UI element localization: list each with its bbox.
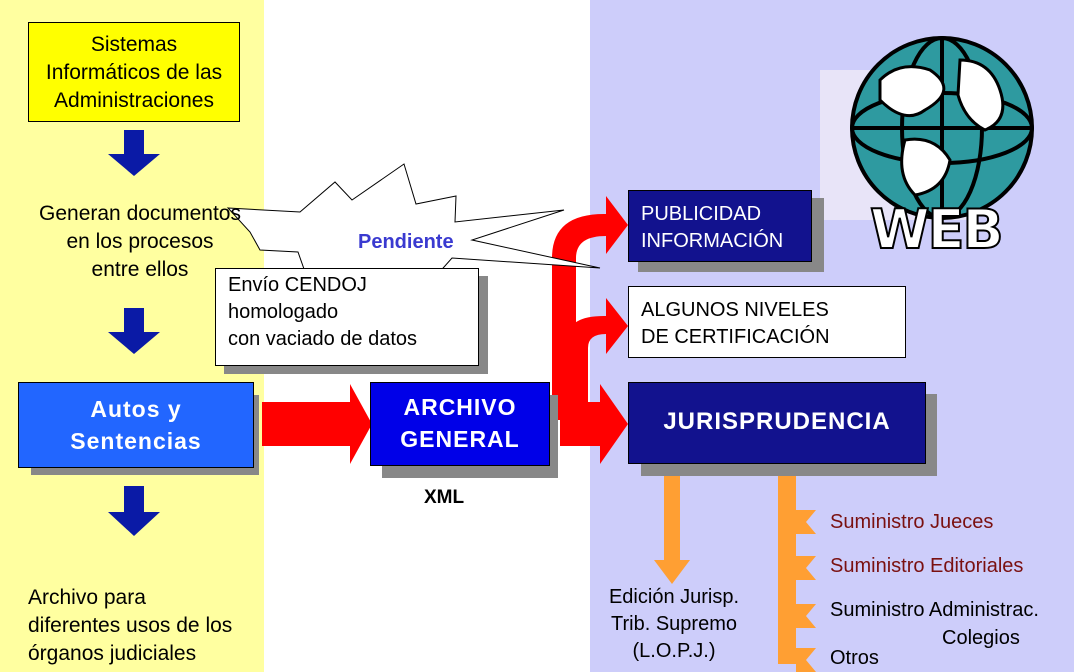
globe-icon xyxy=(850,36,1034,220)
archivo-line-1: ARCHIVO xyxy=(403,394,517,420)
niveles-line-1: ALGUNOS NIVELES xyxy=(641,299,829,321)
envio-line-3: con vaciado de datos xyxy=(228,328,418,350)
suministro-administrac: Suministro Administrac. xyxy=(830,599,1039,621)
archivo-usos-line-1: Archivo para xyxy=(28,586,146,609)
generan-line-3: entre ellos xyxy=(91,258,189,281)
archivo-usos-line-2: diferentes usos de los xyxy=(28,614,233,637)
sistemas-line-3: Administraciones xyxy=(54,89,214,112)
autos-line-1: Autos y xyxy=(90,396,182,422)
publicidad-box: PUBLICIDAD INFORMACIÓN xyxy=(628,190,812,262)
edicion-line-2: Trib. Supremo xyxy=(611,613,737,635)
edicion-line-3: (L.O.P.J.) xyxy=(632,640,716,662)
sistemas-line-2: Informáticos de las xyxy=(45,61,223,84)
suministro-colegios: Colegios xyxy=(942,627,1020,649)
orange-arrow-edicion xyxy=(654,464,690,584)
down-arrow-3 xyxy=(108,486,160,536)
suministro-editoriales: Suministro Editoriales xyxy=(830,555,1024,577)
xml-label: XML xyxy=(424,487,465,508)
generan-text: Generan documentos en los procesos entre… xyxy=(20,200,260,284)
generan-line-1: Generan documentos xyxy=(39,202,241,225)
orange-branch-suministros xyxy=(778,464,816,672)
red-arrow-autos-to-archivo xyxy=(262,384,372,464)
sistemas-informaticos-box: Sistemas Informáticos de las Administrac… xyxy=(28,22,240,122)
publicidad-line-2: INFORMACIÓN xyxy=(641,230,784,252)
autos-sentencias-box: Autos y Sentencias xyxy=(18,382,254,468)
pendiente-label: Pendiente xyxy=(358,231,454,253)
down-arrow-1 xyxy=(108,130,160,176)
niveles-line-2: DE CERTIFICACIÓN xyxy=(641,326,830,348)
web-label: WEB xyxy=(869,197,1005,262)
envio-line-1: Envío CENDOJ xyxy=(228,274,367,296)
edicion-line-1: Edición Jurisp. xyxy=(608,586,740,608)
niveles-certificacion-box: ALGUNOS NIVELES DE CERTIFICACIÓN xyxy=(628,286,906,358)
archivo-line-2: GENERAL xyxy=(400,426,520,452)
edicion-text: Edición Jurisp. Trib. Supremo (L.O.P.J.) xyxy=(586,584,762,665)
down-arrow-2 xyxy=(108,308,160,354)
sistemas-line-1: Sistemas xyxy=(90,33,178,56)
generan-line-2: en los procesos xyxy=(66,230,214,253)
envio-cendoj-box: Envío CENDOJ homologado con vaciado de d… xyxy=(215,268,479,366)
suministro-otros: Otros xyxy=(830,647,879,669)
jurisprudencia-box: JURISPRUDENCIA xyxy=(628,382,926,464)
autos-line-2: Sentencias xyxy=(70,428,202,454)
red-branch-arrows xyxy=(552,196,628,420)
envio-line-2: homologado xyxy=(228,301,339,323)
archivo-usos-text: Archivo para diferentes usos de los órga… xyxy=(28,584,264,668)
publicidad-line-1: PUBLICIDAD xyxy=(641,203,762,225)
suministro-jueces: Suministro Jueces xyxy=(830,511,994,533)
archivo-general-box: ARCHIVO GENERAL xyxy=(370,382,550,466)
jurisprudencia-label: JURISPRUDENCIA xyxy=(663,408,891,435)
archivo-usos-line-3: órganos judiciales xyxy=(28,642,197,665)
